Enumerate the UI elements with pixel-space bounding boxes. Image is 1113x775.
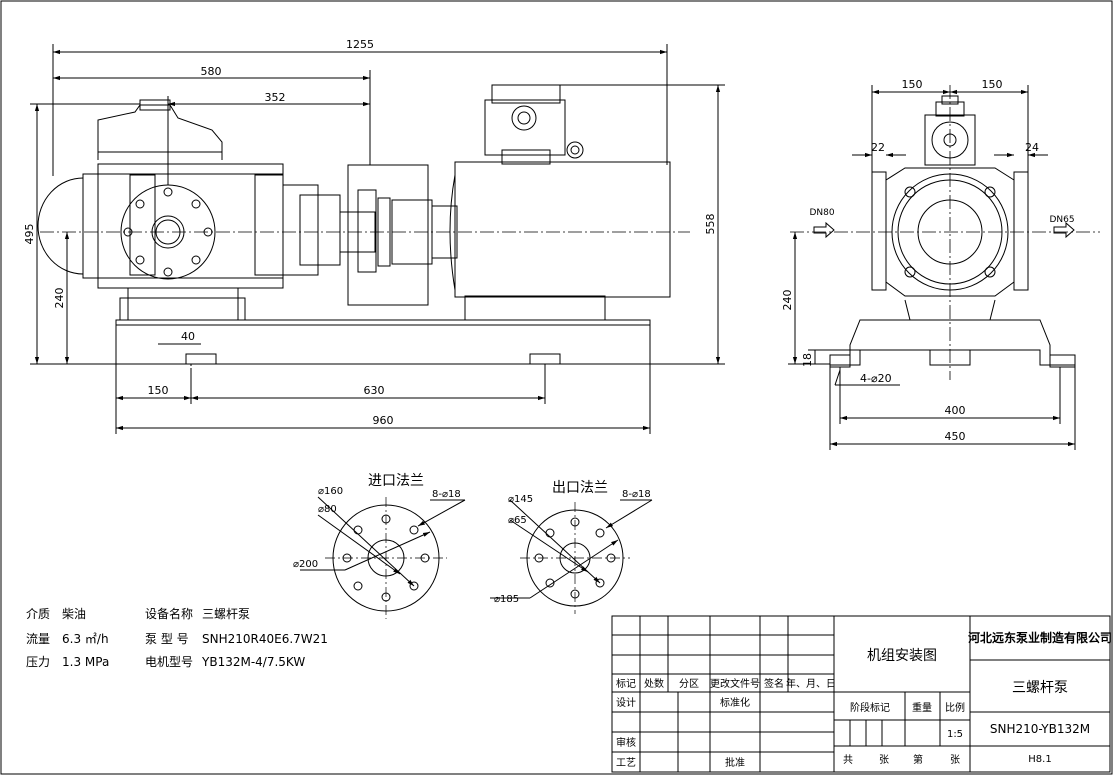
outlet-flange-title: 出口法兰 <box>552 480 608 496</box>
dim-half-right: 150 <box>982 78 1003 91</box>
stage-mark: 阶段标记 <box>850 701 890 714</box>
col-count: 处数 <box>644 677 664 690</box>
dim-base-thickness: 18 <box>801 353 814 367</box>
dim-base-width: 450 <box>945 430 966 443</box>
inlet-flange-drawing <box>300 496 466 619</box>
sheet-total: 共 <box>843 754 853 766</box>
motor-model-value: YB132M-4/7.5KW <box>201 655 305 669</box>
inlet-holes: 8-⌀18 <box>432 489 461 500</box>
pressure-label: 压力 <box>26 655 50 669</box>
sheet-unit-2: 张 <box>950 754 960 766</box>
dim-flange-left: 22 <box>871 141 885 154</box>
flow-value: 6.3 ㎡/h <box>62 632 109 646</box>
dim-bolt-holes: 4-⌀20 <box>860 372 892 385</box>
col-date: 年、月、日 <box>786 677 836 690</box>
col-doc: 更改文件号 <box>710 677 760 690</box>
pump-body <box>37 99 341 321</box>
col-zone: 分区 <box>679 678 699 690</box>
base-frame <box>115 319 651 365</box>
dim-motor-height: 558 <box>704 214 717 235</box>
equip-label: 设备名称 <box>145 606 193 621</box>
drawing-title: 机组安装图 <box>867 648 937 664</box>
sheet-unit-1: 张 <box>879 754 889 766</box>
equip-value: 三螺杆泵 <box>202 607 250 621</box>
col-sign: 签名 <box>764 677 784 690</box>
dim-half-left: 150 <box>902 78 923 91</box>
row-design: 设计 <box>616 696 636 709</box>
outlet-outer-dia: ⌀185 <box>494 594 519 605</box>
product-name: 三螺杆泵 <box>1012 680 1068 696</box>
model-number: SNH210-YB132M <box>990 722 1090 736</box>
coupling-guard <box>339 164 458 306</box>
front-view <box>30 44 725 434</box>
outlet-holes: 8-⌀18 <box>622 489 651 500</box>
row-review: 审核 <box>616 736 636 749</box>
outlet-bore-dia: ⌀65 <box>508 515 527 526</box>
inlet-flange-title: 进口法兰 <box>368 473 424 489</box>
flow-label: 流量 <box>26 632 50 646</box>
outlet-label: DN65 <box>1049 215 1074 225</box>
dim-bolt-span: 400 <box>945 404 966 417</box>
dim-base-length: 960 <box>373 414 394 427</box>
title-block <box>611 615 1111 773</box>
medium-label: 介质 <box>26 607 50 621</box>
inlet-bore-dia: ⌀80 <box>318 504 337 515</box>
dim-center-height: 240 <box>53 288 66 309</box>
row-process: 工艺 <box>616 757 636 769</box>
motor-model-label: 电机型号 <box>145 655 193 669</box>
pump-model-label: 泵 型 号 <box>145 632 189 646</box>
drawing-code: H8.1 <box>1028 754 1051 765</box>
dim-flange-right: 24 <box>1025 141 1039 154</box>
pump-model-value: SNH210R40E6.7W21 <box>202 632 328 646</box>
inlet-outer-dia: ⌀200 <box>293 559 318 570</box>
dim-bolt-offset: 40 <box>181 330 195 343</box>
side-view <box>788 85 1100 450</box>
spec-block: 介质 柴油 流量 6.3 ㎡/h 压力 1.3 MPa 设备名称 三螺杆泵 泵 … <box>26 606 328 669</box>
dim-pump-to-coupling: 580 <box>201 65 222 78</box>
scale-label: 比例 <box>945 701 965 714</box>
sheet-number: 第 <box>913 753 923 766</box>
scale-value: 1:5 <box>947 729 963 740</box>
outlet-bolt-circle-dia: ⌀145 <box>508 494 533 505</box>
dim-overall-length: 1255 <box>346 38 374 51</box>
dim-total-height: 495 <box>23 224 36 245</box>
motor <box>449 84 671 321</box>
dim-pump-center-to-coupling: 352 <box>265 91 286 104</box>
pressure-value: 1.3 MPa <box>62 655 109 669</box>
row-approve: 批准 <box>725 756 745 769</box>
medium-value: 柴油 <box>62 607 86 621</box>
row-standard: 标准化 <box>720 696 750 709</box>
dim-base-span: 630 <box>364 384 385 397</box>
company-name: 河北远东泵业制造有限公司 <box>967 630 1112 645</box>
dim-base-left: 150 <box>148 384 169 397</box>
outlet-flange-drawing <box>490 499 653 614</box>
weight-label: 重量 <box>912 701 932 714</box>
col-mark: 标记 <box>616 678 636 690</box>
inlet-bolt-circle-dia: ⌀160 <box>318 486 343 497</box>
dim-side-center-height: 240 <box>781 290 794 311</box>
inlet-label: DN80 <box>809 208 834 218</box>
